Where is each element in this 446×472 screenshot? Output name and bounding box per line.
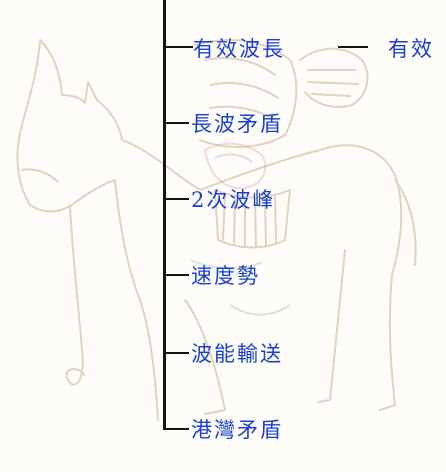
diagram-trunk-line: [163, 0, 166, 430]
branch-line: [163, 122, 189, 124]
node-label-6: 港灣矛盾: [191, 418, 283, 442]
leader-line: [338, 46, 368, 48]
node-label-1-continuation: 有效: [388, 37, 434, 61]
branch-line: [163, 428, 189, 430]
branch-line: [163, 198, 189, 200]
node-label-5: 波能輸送: [191, 342, 283, 366]
node-label-4: 速度勢: [191, 264, 260, 288]
branch-line: [163, 352, 189, 354]
node-label-1: 有效波長: [193, 37, 285, 61]
node-label-2: 長波矛盾: [191, 112, 283, 136]
branch-line: [163, 274, 189, 276]
node-label-3: 2次波峰: [191, 188, 276, 212]
branch-line: [163, 46, 193, 48]
